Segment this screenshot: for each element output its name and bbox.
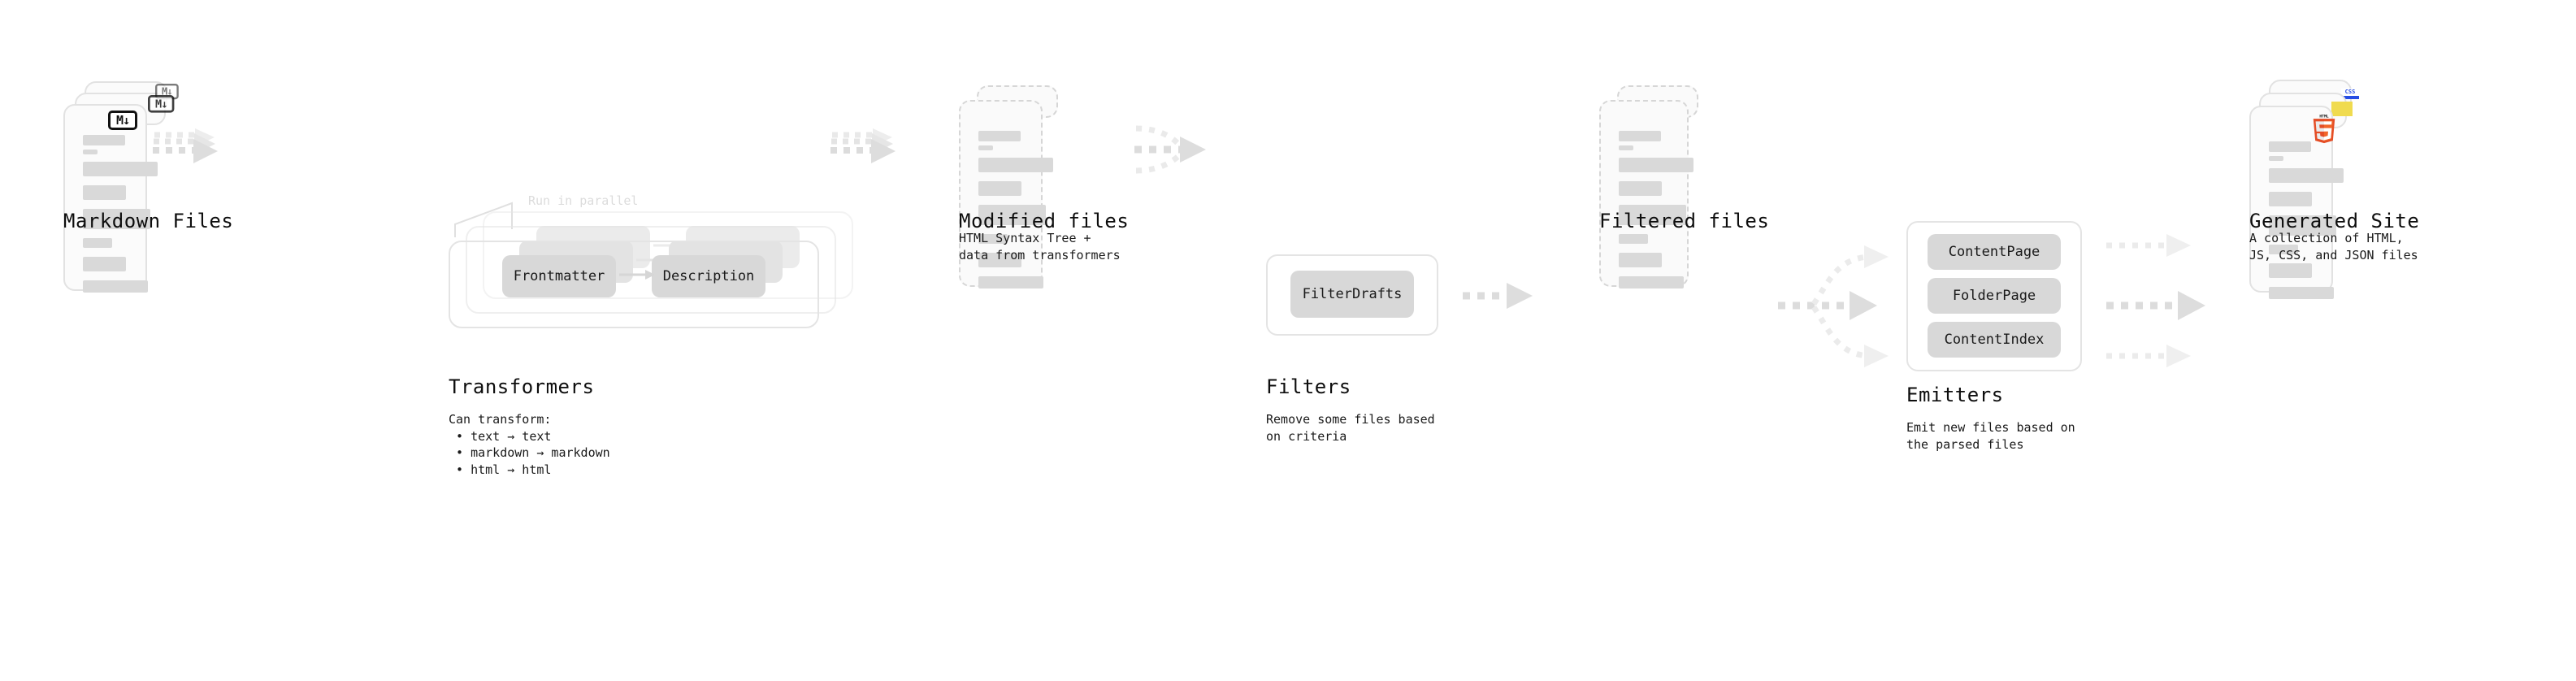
doc-bar — [978, 253, 1021, 267]
modified-card-content — [978, 131, 1053, 297]
doc-bar — [978, 145, 993, 150]
doc-bar — [2269, 263, 2312, 278]
emitter-pill-contentindex[interactable]: ContentIndex — [1928, 322, 2061, 358]
css-logo-text: CSS — [2344, 89, 2356, 95]
markdown-card-content — [83, 135, 158, 301]
emitters-title: Emitters — [1906, 384, 2004, 406]
doc-bar — [1619, 181, 1662, 196]
emitter-pill-contentpage[interactable]: ContentPage — [1928, 234, 2061, 270]
doc-bar — [1619, 253, 1662, 267]
doc-bar — [1619, 145, 1633, 150]
markdown-logo-icon: M↓ — [108, 111, 137, 130]
doc-bar — [2269, 215, 2336, 236]
arrow-transformers-to-modified — [830, 128, 896, 163]
markdown-logo-icon: M↓ — [148, 95, 175, 113]
filtered-files-title: Filtered files — [1599, 210, 1770, 232]
markdown-logo-text: M↓ — [115, 112, 130, 128]
transformers-subtitle: Can transform: • text → text • markdown … — [449, 412, 610, 478]
html5-logo-icon: HTML — [2313, 115, 2335, 144]
modified-files-title: Modified files — [959, 210, 1130, 232]
filters-subtitle: Remove some files based on criteria — [1266, 412, 1435, 444]
generated-site-subtitle: A collection of HTML, JS, CSS, and JSON … — [2249, 231, 2418, 262]
doc-bar — [1619, 131, 1661, 141]
doc-bar — [83, 209, 150, 229]
doc-bar — [2269, 168, 2344, 183]
filtered-card-content — [1619, 131, 1693, 297]
modified-files-subtitle: HTML Syntax Tree + data from transformer… — [959, 231, 1121, 262]
doc-bar — [978, 181, 1021, 196]
generated-site-title: Generated Site — [2249, 210, 2420, 232]
transformers-panel-back — [483, 211, 853, 299]
doc-bar — [2269, 245, 2298, 254]
doc-bar — [83, 238, 112, 248]
arrow-filtered-to-emitters — [1778, 245, 1889, 367]
svg-text:HTML: HTML — [2319, 115, 2328, 119]
doc-bar — [2269, 141, 2311, 152]
transformers-title: Transformers — [449, 375, 595, 398]
doc-bar — [1619, 158, 1693, 172]
doc-bar — [978, 276, 1043, 288]
markdown-logo-text: M↓ — [161, 85, 173, 98]
transformer-pill-frontmatter[interactable]: Frontmatter — [502, 255, 616, 297]
emitter-pill-folderpage[interactable]: FolderPage — [1928, 278, 2061, 314]
filters-panel — [1266, 254, 1438, 336]
transformers-panel-front — [449, 241, 819, 328]
doc-bar — [83, 135, 125, 145]
arrow-emitters-to-site — [2106, 234, 2205, 367]
markdown-logo-text: M↓ — [154, 97, 167, 111]
run-in-parallel-label: Run in parallel — [528, 193, 639, 208]
arrow-modified-to-filters — [1134, 125, 1206, 174]
site-card-content — [2269, 141, 2344, 308]
doc-bar — [2269, 192, 2312, 206]
transformers-panel-mid — [466, 226, 836, 314]
doc-bar — [1619, 205, 1686, 225]
doc-bar — [2269, 156, 2283, 161]
doc-bar — [978, 205, 1046, 225]
doc-bar — [83, 162, 158, 176]
doc-bar — [83, 257, 126, 271]
modified-card-front — [959, 100, 1053, 288]
js-logo-icon — [2331, 102, 2353, 116]
arrow-filters-to-filtered — [1463, 283, 1533, 309]
filter-pill-filterdrafts[interactable]: FilterDrafts — [1290, 271, 1414, 318]
emitters-subtitle: Emit new files based on the parsed files — [1906, 420, 2075, 452]
doc-bar — [1619, 234, 1648, 244]
markdown-files-title: Markdown Files — [63, 210, 234, 232]
emitters-panel — [1906, 221, 2082, 371]
arrow-markdown-to-transformers — [153, 128, 218, 163]
transformer-arrow — [619, 270, 655, 280]
filters-title: Filters — [1266, 375, 1351, 398]
filtered-card-front — [1599, 100, 1693, 288]
doc-bar — [1619, 276, 1684, 288]
doc-bar — [83, 280, 148, 293]
doc-bar — [2269, 287, 2334, 299]
doc-bar — [83, 185, 126, 200]
doc-bar — [978, 131, 1021, 141]
doc-bar — [978, 158, 1053, 172]
css-logo-icon: CSS — [2341, 89, 2359, 99]
transformer-pill-description[interactable]: Description — [652, 255, 765, 297]
doc-bar — [978, 234, 1008, 244]
doc-bar — [83, 150, 98, 154]
markdown-card-front — [63, 104, 158, 293]
run-in-parallel-bracket — [454, 202, 513, 237]
